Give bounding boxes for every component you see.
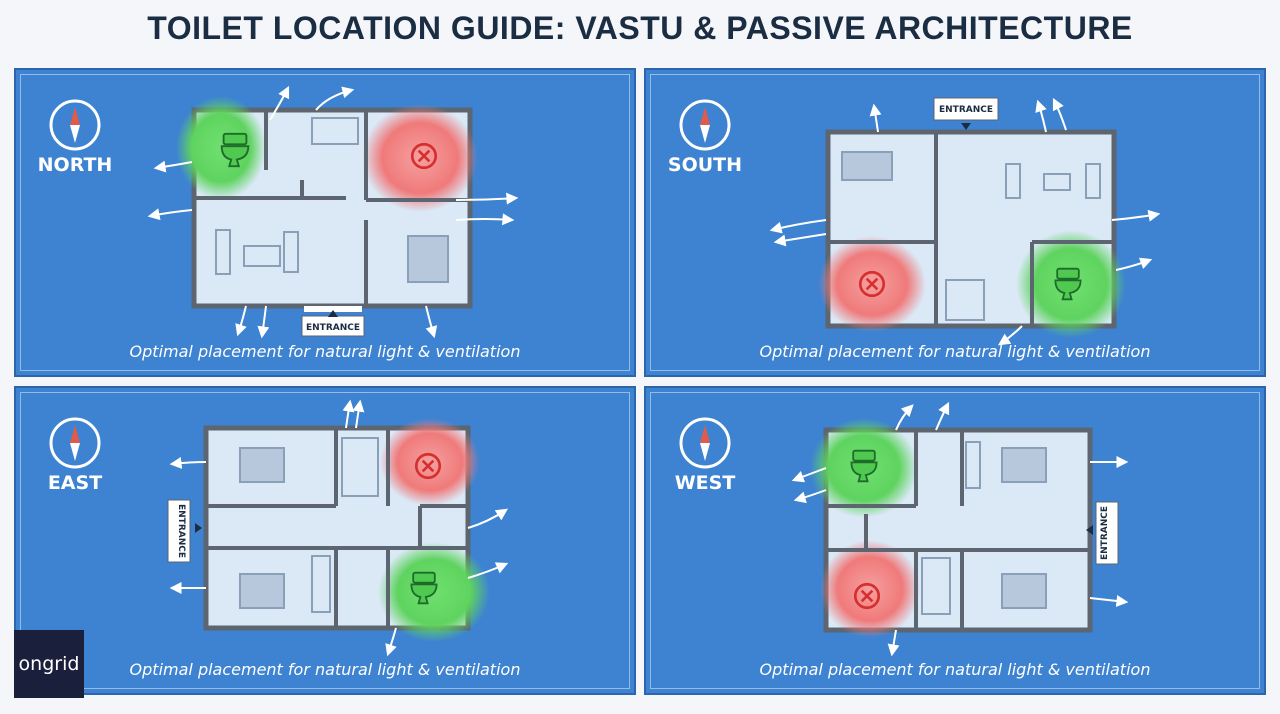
direction-label: SOUTH (667, 154, 743, 176)
airflow-arrow-icon (169, 399, 509, 657)
entrance-sign (1095, 501, 1119, 565)
entrance-label: ENTRANCE (306, 323, 360, 333)
direction-label: EAST (47, 472, 103, 494)
entrance-label: ENTRANCE (176, 504, 186, 558)
avoid-toilet-zone (380, 418, 480, 506)
direction-label: NORTH (37, 154, 113, 176)
entrance-arrow-icon (961, 123, 971, 130)
panel-south: ENTRANCE SOUTH Optimal placement for nat… (644, 68, 1266, 377)
floor-plan-north: ENTRANCE (147, 85, 519, 339)
floor-plan-west: ENTRANCE (791, 401, 1129, 657)
entrance-sign (933, 97, 999, 121)
panel-caption: Optimal placement for natural light & ve… (129, 660, 521, 679)
entrance-label: ENTRANCE (1100, 506, 1110, 560)
floor-plan-south: ENTRANCE (769, 97, 1161, 346)
compass-icon (679, 99, 731, 151)
avoid-toilet-zone (362, 104, 478, 212)
panel-caption: Optimal placement for natural light & ve… (759, 342, 1151, 361)
panel-east: ENTRANCE EAST Optimal placement for natu… (14, 386, 636, 695)
compass-icon (49, 417, 101, 469)
direction-label: WEST (674, 472, 736, 494)
panel-caption: Optimal placement for natural light & ve… (129, 342, 521, 361)
entrance-arrow-icon (1086, 525, 1093, 535)
floor-plan-east: ENTRANCE (167, 399, 509, 657)
entrance-arrow-icon (328, 310, 338, 317)
airflow-arrow-icon (147, 85, 519, 339)
brand-logo: ongrid (14, 630, 84, 698)
entrance-label: ENTRANCE (939, 105, 993, 115)
page-title: TOILET LOCATION GUIDE: VASTU & PASSIVE A… (147, 10, 1133, 46)
entrance-arrow-icon (195, 523, 202, 533)
panel-west: ENTRANCE WEST Optimal placement for natu… (644, 386, 1266, 695)
entrance-sign (167, 499, 191, 563)
panel-caption: Optimal placement for natural light & ve… (759, 660, 1151, 679)
compass-icon (679, 417, 731, 469)
compass-icon (49, 99, 101, 151)
airflow-arrow-icon (769, 97, 1161, 346)
avoid-toilet-zone (820, 540, 920, 638)
airflow-arrow-icon (791, 401, 1129, 657)
panel-north: ENTRANCE NORTH Optimal placement for nat… (14, 68, 636, 377)
